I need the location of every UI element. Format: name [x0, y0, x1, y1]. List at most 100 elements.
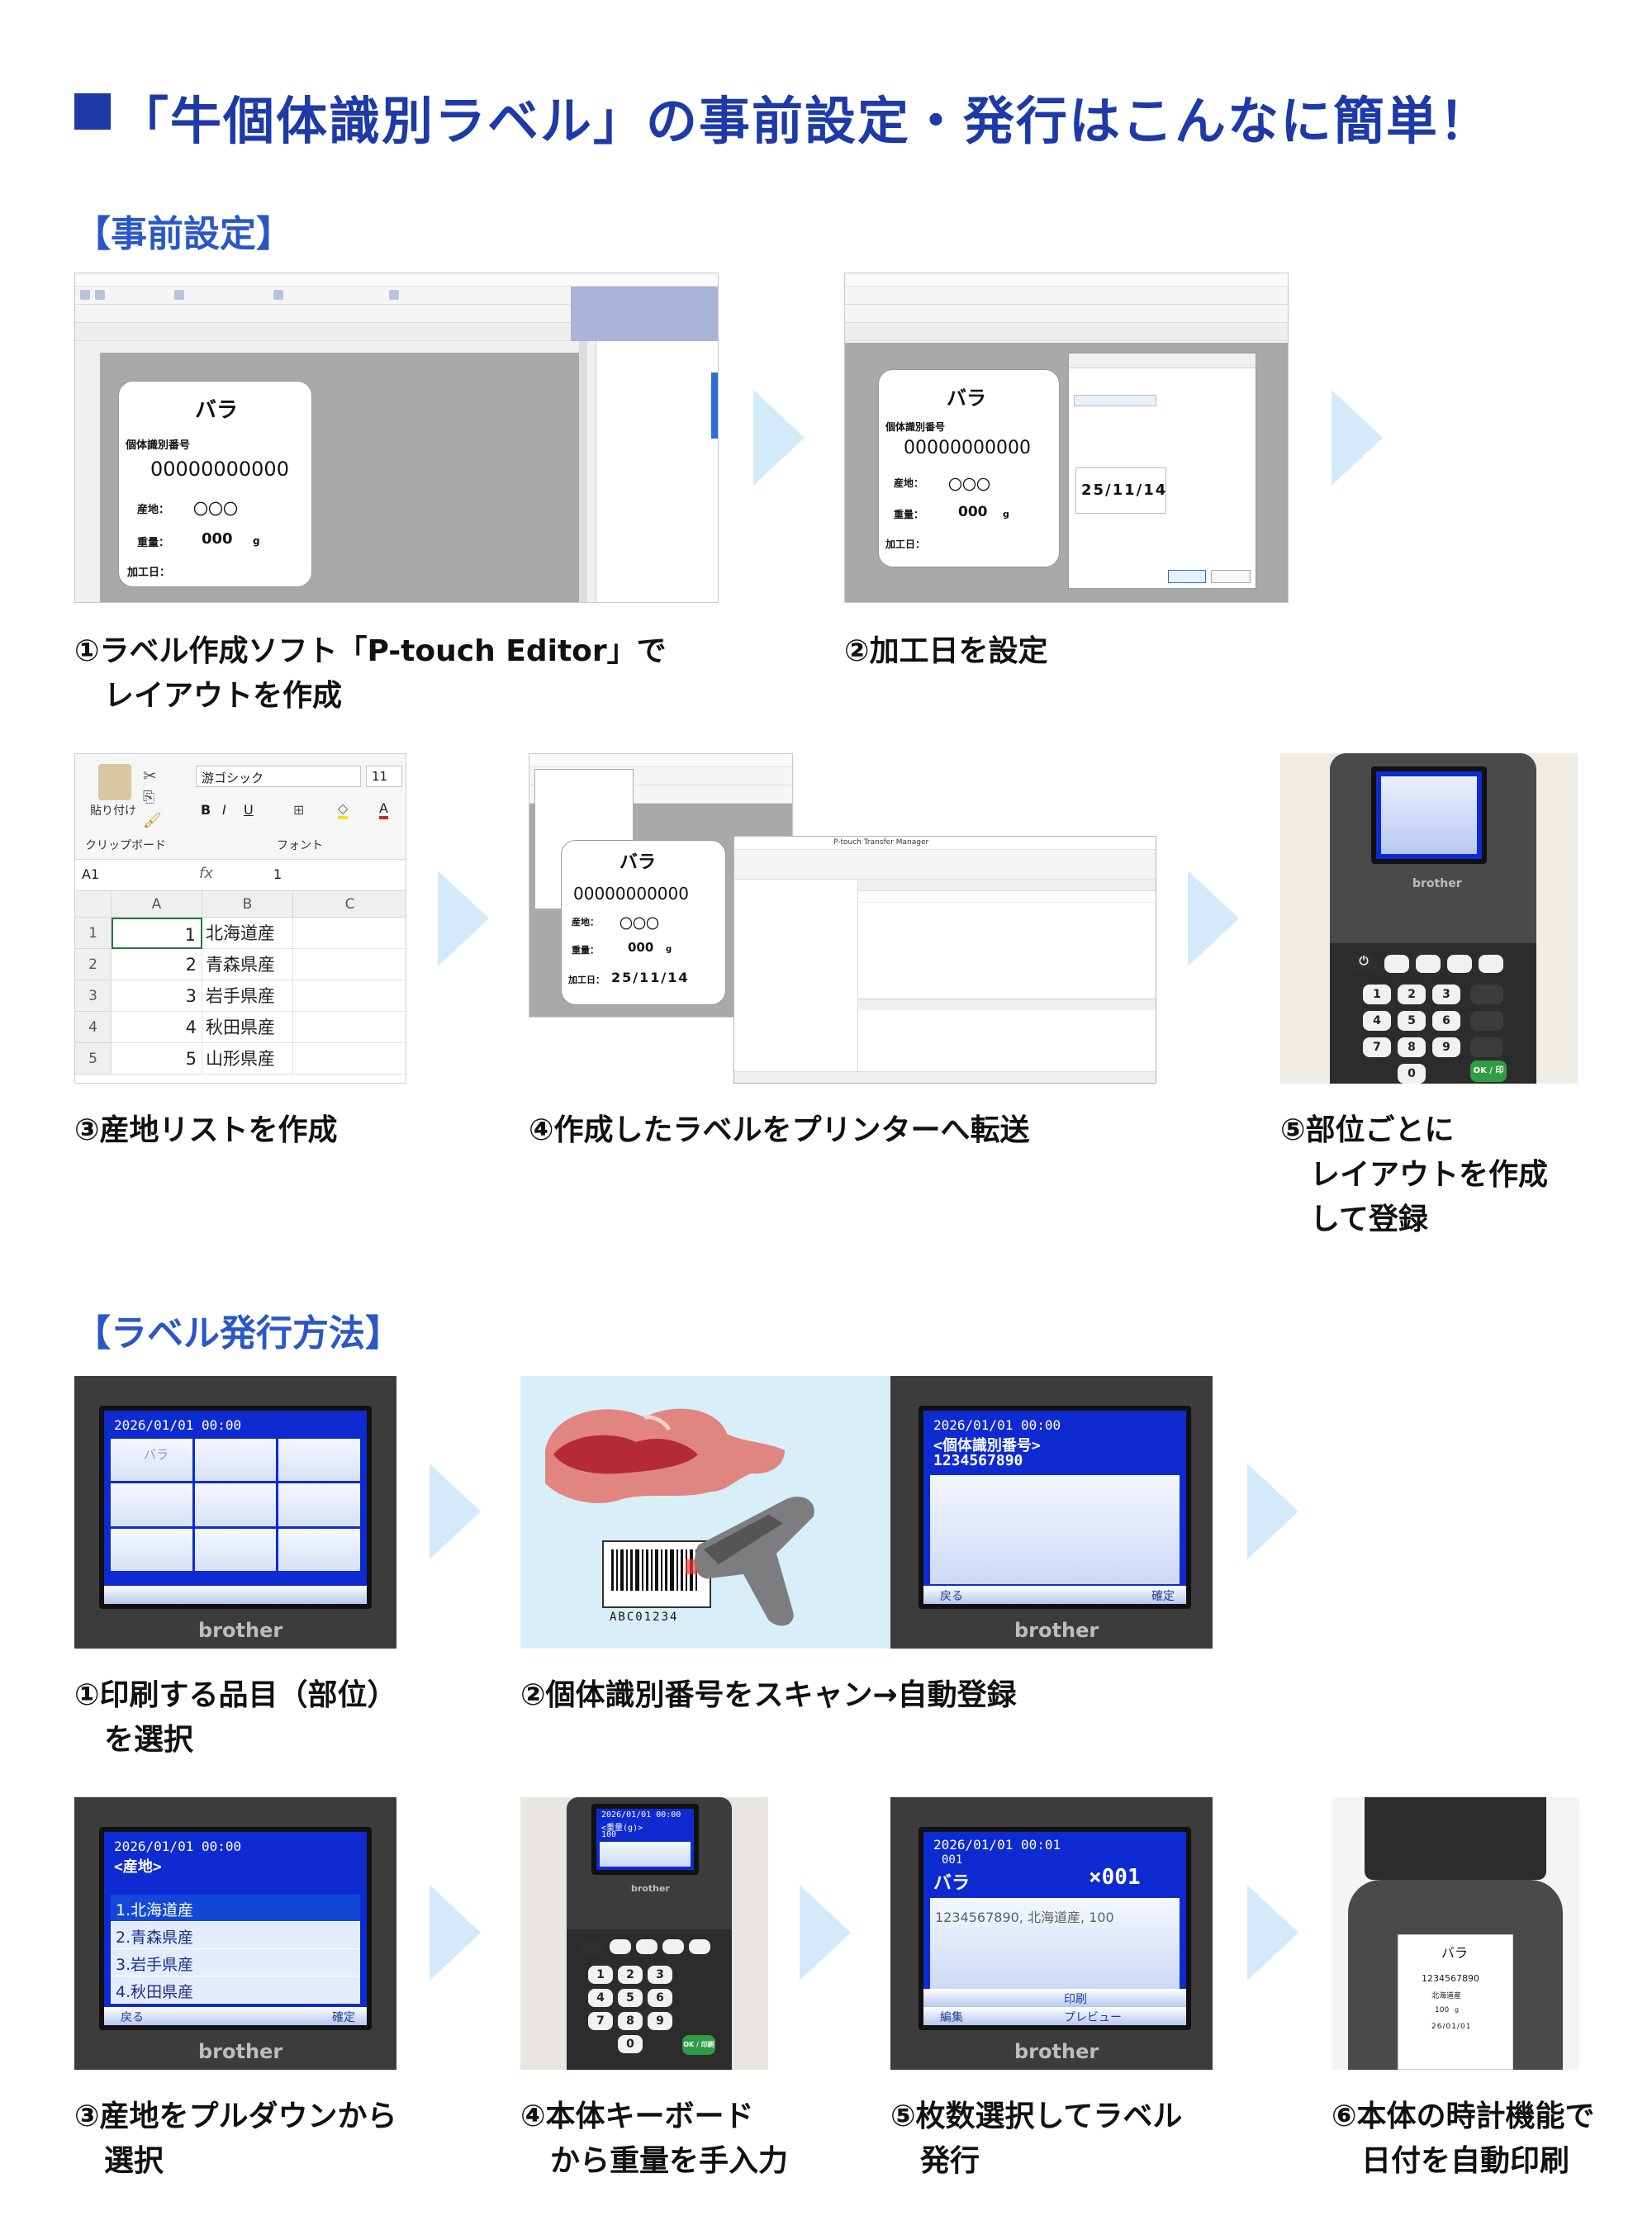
scrollbar[interactable]	[579, 341, 587, 602]
italic-button[interactable]: I	[222, 802, 226, 818]
ok-button[interactable]	[1168, 570, 1206, 583]
back-softkey[interactable]: 戻る	[121, 2011, 144, 2024]
side-key[interactable]	[1470, 1037, 1503, 1057]
function-key[interactable]	[610, 1939, 631, 1954]
paste-icon[interactable]	[98, 764, 131, 800]
cell[interactable]: 5	[112, 1043, 202, 1075]
label-layout[interactable]: バラ 個体識別番号 00000000000 産地： 〇〇〇 重量： 000 g …	[118, 381, 312, 587]
row-header[interactable]: 3	[75, 980, 112, 1012]
cell[interactable]	[293, 1012, 406, 1043]
origin-option[interactable]: 2.青森県産	[111, 1922, 360, 1948]
key-1[interactable]: 1	[588, 1966, 613, 1984]
cell[interactable]: 2	[112, 949, 202, 980]
formula-value[interactable]: 1	[273, 866, 282, 882]
back-softkey[interactable]: 戻る	[940, 1590, 963, 1603]
row-header[interactable]: 1	[75, 918, 112, 949]
key-4[interactable]: 4	[588, 1989, 613, 2007]
function-key[interactable]	[1416, 955, 1441, 973]
cell[interactable]: 北海道産	[202, 918, 293, 949]
origin-option[interactable]: 3.岩手県産	[111, 1949, 360, 1976]
function-key[interactable]	[662, 1939, 684, 1954]
cell[interactable]: 秋田県産	[202, 1012, 293, 1043]
label-layout[interactable]: バラ 00000000000 産地： 〇〇〇 重量： 000 g 加工日： 25…	[561, 840, 726, 1005]
lcd-print-count[interactable]: ×001	[1089, 1865, 1141, 1890]
font-size-select[interactable]: 11	[366, 766, 402, 787]
item-cell[interactable]: バラ	[111, 1439, 192, 1482]
power-key[interactable]: ⏻	[1351, 955, 1376, 973]
confirm-softkey[interactable]: 確定	[1151, 1590, 1175, 1603]
item-cell[interactable]	[278, 1483, 360, 1526]
function-icon[interactable]: fx	[199, 865, 213, 882]
key-9[interactable]: 9	[648, 2012, 672, 2030]
name-box[interactable]: A1	[82, 866, 100, 882]
item-cell[interactable]	[111, 1528, 192, 1571]
item-cell[interactable]	[194, 1528, 277, 1571]
key-7[interactable]: 7	[1363, 1037, 1391, 1057]
function-key[interactable]	[689, 1939, 710, 1954]
key-8[interactable]: 8	[618, 2012, 643, 2030]
font-color-icon[interactable]: A	[379, 800, 388, 819]
edit-softkey[interactable]: 編集	[940, 2011, 963, 2024]
key-9[interactable]: 9	[1432, 1037, 1460, 1057]
underline-button[interactable]: U	[244, 802, 254, 818]
key-0[interactable]: 0	[618, 2035, 643, 2053]
key-4[interactable]: 4	[1363, 1011, 1391, 1031]
bold-button[interactable]: B	[201, 802, 211, 818]
cell[interactable]: 青森県産	[202, 949, 293, 980]
item-cell[interactable]	[194, 1439, 277, 1482]
key-3[interactable]: 3	[1432, 985, 1460, 1004]
font-name-select[interactable]: 游ゴシック	[196, 766, 361, 787]
row-header[interactable]: 2	[75, 949, 112, 980]
format-painter-icon[interactable]: 🖌	[143, 812, 162, 829]
key-0[interactable]: 0	[1398, 1064, 1426, 1084]
ok-print-key[interactable]: OK / 印刷	[1470, 1060, 1507, 1082]
key-5[interactable]: 5	[1398, 1011, 1426, 1031]
function-key[interactable]	[1447, 955, 1472, 973]
side-key[interactable]	[1470, 985, 1503, 1004]
column-header[interactable]: A	[112, 891, 202, 918]
cell[interactable]	[293, 1043, 406, 1075]
column-header[interactable]: B	[202, 891, 293, 918]
cut-icon[interactable]: ✂	[143, 766, 157, 785]
key-8[interactable]: 8	[1398, 1037, 1426, 1057]
function-key[interactable]	[636, 1939, 657, 1954]
border-icon[interactable]: ⊞	[293, 802, 305, 818]
cell[interactable]	[293, 918, 406, 949]
format-select[interactable]	[1074, 395, 1156, 406]
cell[interactable]: 岩手県産	[202, 980, 293, 1012]
item-cell[interactable]	[194, 1483, 277, 1526]
label-layout[interactable]: バラ 個体識別番号 00000000000 産地： 〇〇〇 重量： 000 g …	[878, 369, 1060, 567]
cell[interactable]	[293, 980, 406, 1012]
item-cell[interactable]	[278, 1439, 360, 1482]
key-7[interactable]: 7	[588, 2012, 613, 2030]
tm-folder-tree[interactable]	[734, 880, 858, 1071]
key-3[interactable]: 3	[648, 1966, 672, 1984]
print-softkey[interactable]: 印刷	[1064, 1993, 1087, 2006]
cell[interactable]: 4	[112, 1012, 202, 1043]
side-key[interactable]	[1470, 1011, 1503, 1031]
preview-softkey[interactable]: プレビュー	[1064, 2011, 1122, 2024]
row-header[interactable]: 4	[75, 1012, 112, 1043]
fill-color-icon[interactable]: ◇	[338, 800, 349, 819]
item-cell[interactable]	[278, 1528, 360, 1571]
power-key[interactable]	[582, 1939, 603, 1954]
key-2[interactable]: 2	[618, 1966, 643, 1984]
cell[interactable]: 1	[112, 918, 202, 949]
ok-print-key[interactable]: OK / 印刷	[682, 2035, 715, 2055]
function-key[interactable]	[1479, 955, 1503, 973]
column-header[interactable]: C	[293, 891, 406, 918]
key-6[interactable]: 6	[1432, 1011, 1460, 1031]
key-1[interactable]: 1	[1363, 985, 1391, 1004]
origin-option[interactable]: 4.秋田県産	[111, 1976, 360, 2003]
tm-list-row[interactable]	[858, 891, 1156, 903]
cancel-button[interactable]	[1211, 570, 1251, 583]
confirm-softkey[interactable]: 確定	[332, 2011, 355, 2024]
cell[interactable]: 山形県産	[202, 1043, 293, 1075]
key-6[interactable]: 6	[648, 1989, 672, 2007]
row-header[interactable]: 5	[75, 1043, 112, 1075]
key-5[interactable]: 5	[618, 1989, 643, 2007]
origin-option-selected[interactable]: 1.北海道産	[111, 1895, 360, 1921]
key-2[interactable]: 2	[1398, 985, 1426, 1004]
item-cell[interactable]	[111, 1483, 192, 1526]
copy-icon[interactable]: ⎘	[143, 789, 155, 806]
